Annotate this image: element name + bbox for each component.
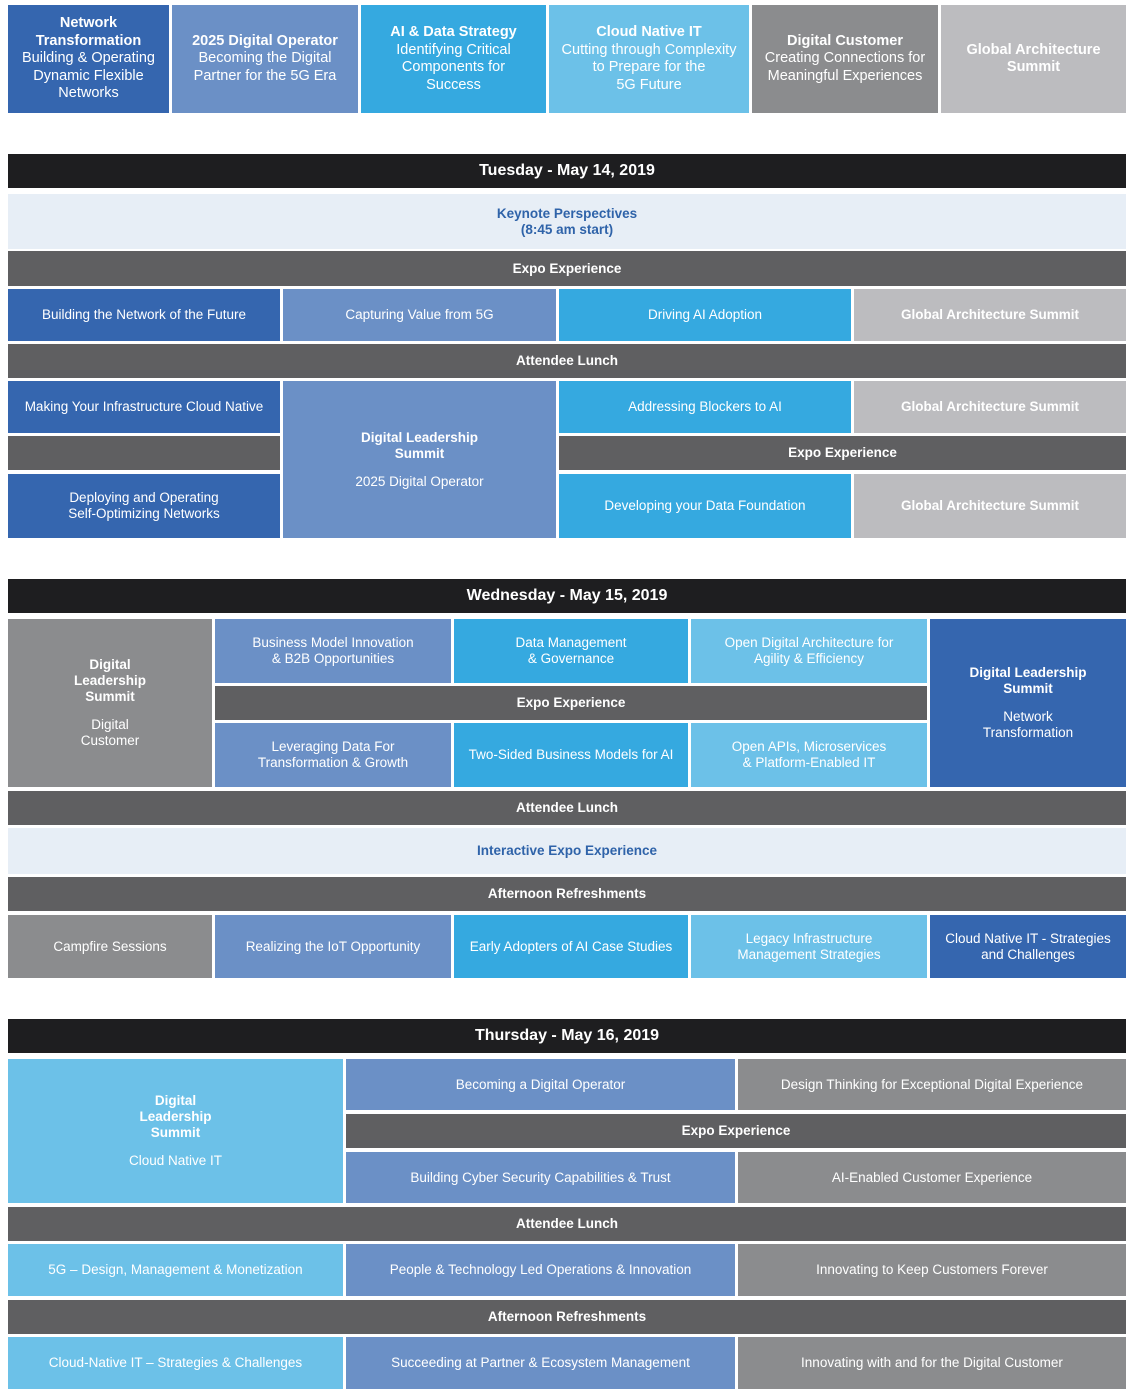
summit-title: Digital Leadership Summit	[969, 665, 1087, 696]
summit-title: Digital Leadership Summit	[73, 657, 147, 704]
session-legacy-infrastructure[interactable]: Legacy Infrastructure Management Strateg…	[691, 915, 927, 978]
session-global-architecture-summit-2[interactable]: Global Architecture Summit	[854, 381, 1126, 433]
summit-track: 2025 Digital Operator	[355, 473, 484, 489]
legend-title: Network Transformation	[35, 15, 142, 49]
session-global-architecture-summit-3[interactable]: Global Architecture Summit	[854, 474, 1126, 538]
wednesday-afternoon-refreshments: Afternoon Refreshments	[8, 877, 1126, 911]
legend-title: 2025 Digital Operator	[192, 32, 338, 49]
session-realizing-iot[interactable]: Realizing the IoT Opportunity	[215, 915, 451, 978]
legend-title: AI & Data Strategy	[390, 24, 517, 40]
session-partner-ecosystem[interactable]: Succeeding at Partner & Ecosystem Manage…	[346, 1337, 735, 1389]
session-people-technology[interactable]: People & Technology Led Operations & Inn…	[346, 1244, 735, 1296]
session-cloud-native-strategies[interactable]: Cloud Native IT - Strategies and Challen…	[930, 915, 1126, 978]
legend-digital-operator: 2025 Digital Operator Becoming the Digit…	[172, 5, 358, 113]
session-two-sided-business-models[interactable]: Two-Sided Business Models for AI	[454, 723, 688, 787]
session-open-digital-architecture[interactable]: Open Digital Architecture for Agility & …	[691, 619, 927, 683]
tuesday-header: Tuesday - May 14, 2019	[8, 154, 1126, 188]
session-infrastructure-cloud-native[interactable]: Making Your Infrastructure Cloud Native	[8, 381, 280, 433]
wednesday-expo-experience: Expo Experience	[215, 686, 927, 720]
legend-ai-data-strategy: AI & Data Strategy Identifying Critical …	[361, 5, 546, 113]
legend-subtitle: Identifying Critical Components for Succ…	[396, 41, 511, 93]
tuesday-break-block	[8, 436, 280, 470]
session-deploying-self-optimizing[interactable]: Deploying and Operating Self-Optimizing …	[8, 474, 280, 538]
thursday-afternoon-refreshments: Afternoon Refreshments	[8, 1300, 1126, 1334]
summit-track: Digital Customer	[80, 717, 140, 748]
legend-title: Cloud Native IT	[596, 24, 702, 40]
tuesday-expo-experience: Expo Experience	[8, 251, 1126, 286]
session-design-thinking[interactable]: Design Thinking for Exceptional Digital …	[738, 1059, 1126, 1110]
session-digital-customer[interactable]: Innovating with and for the Digital Cust…	[738, 1337, 1126, 1389]
session-keep-customers-forever[interactable]: Innovating to Keep Customers Forever	[738, 1244, 1126, 1296]
summit-track: Cloud Native IT	[128, 1153, 223, 1168]
session-addressing-blockers-ai[interactable]: Addressing Blockers to AI	[559, 381, 851, 433]
legend-subtitle: Cutting through Complexity to Prepare fo…	[561, 41, 737, 93]
session-cloud-native-it-strategies[interactable]: Cloud-Native IT – Strategies & Challenge…	[8, 1337, 343, 1389]
tuesday-expo-experience-2: Expo Experience	[559, 436, 1126, 470]
legend-title: Global Architecture Summit	[966, 41, 1101, 76]
digital-leadership-summit-operator[interactable]: Digital Leadership Summit 2025 Digital O…	[283, 381, 556, 538]
session-campfire-sessions[interactable]: Campfire Sessions	[8, 915, 212, 978]
legend-cloud-native-it: Cloud Native IT Cutting through Complexi…	[549, 5, 749, 113]
thursday-expo-experience: Expo Experience	[346, 1114, 1126, 1148]
summit-title: Digital Leadership Summit	[139, 1093, 212, 1140]
thursday-attendee-lunch: Attendee Lunch	[8, 1207, 1126, 1241]
session-5g-design[interactable]: 5G – Design, Management & Monetization	[8, 1244, 343, 1296]
tuesday-attendee-lunch: Attendee Lunch	[8, 344, 1126, 378]
session-driving-ai-adoption[interactable]: Driving AI Adoption	[559, 289, 851, 341]
session-business-model-innovation[interactable]: Business Model Innovation & B2B Opportun…	[215, 619, 451, 683]
legend-digital-customer: Digital Customer Creating Connections fo…	[752, 5, 938, 113]
session-capturing-value-5g[interactable]: Capturing Value from 5G	[283, 289, 556, 341]
legend-title: Digital Customer	[786, 32, 903, 49]
summit-title: Digital Leadership Summit	[360, 429, 479, 461]
session-building-network-future[interactable]: Building the Network of the Future	[8, 289, 280, 341]
wednesday-header: Wednesday - May 15, 2019	[8, 579, 1126, 613]
session-open-apis-microservices[interactable]: Open APIs, Microservices & Platform-Enab…	[691, 723, 927, 787]
session-data-management-governance[interactable]: Data Management & Governance	[454, 619, 688, 683]
legend-global-architecture-summit: Global Architecture Summit	[941, 5, 1126, 113]
session-leveraging-data[interactable]: Leveraging Data For Transformation & Gro…	[215, 723, 451, 787]
legend-network-transformation: Network Transformation Building & Operat…	[8, 5, 169, 113]
wednesday-attendee-lunch: Attendee Lunch	[8, 791, 1126, 825]
legend-subtitle: Creating Connections for Meaningful Expe…	[764, 50, 926, 84]
session-ai-customer-experience[interactable]: AI-Enabled Customer Experience	[738, 1152, 1126, 1203]
interactive-expo-experience: Interactive Expo Experience	[8, 828, 1126, 874]
keynote-perspectives: Keynote Perspectives (8:45 am start)	[8, 194, 1126, 249]
session-global-architecture-summit[interactable]: Global Architecture Summit	[854, 289, 1126, 341]
digital-leadership-summit-customer[interactable]: Digital Leadership Summit Digital Custom…	[8, 619, 212, 787]
legend-subtitle: Becoming the Digital Partner for the 5G …	[193, 50, 337, 84]
session-early-adopters-ai[interactable]: Early Adopters of AI Case Studies	[454, 915, 688, 978]
session-cyber-security[interactable]: Building Cyber Security Capabilities & T…	[346, 1152, 735, 1203]
session-becoming-digital-operator[interactable]: Becoming a Digital Operator	[346, 1059, 735, 1110]
digital-leadership-summit-cloud[interactable]: Digital Leadership Summit Cloud Native I…	[8, 1059, 343, 1203]
legend-subtitle: Building & Operating Dynamic Flexible Ne…	[22, 50, 155, 102]
thursday-header: Thursday - May 16, 2019	[8, 1019, 1126, 1053]
session-developing-data-foundation[interactable]: Developing your Data Foundation	[559, 474, 851, 538]
digital-leadership-summit-network[interactable]: Digital Leadership Summit Network Transf…	[930, 619, 1126, 787]
summit-track: Network Transformation	[982, 709, 1074, 740]
